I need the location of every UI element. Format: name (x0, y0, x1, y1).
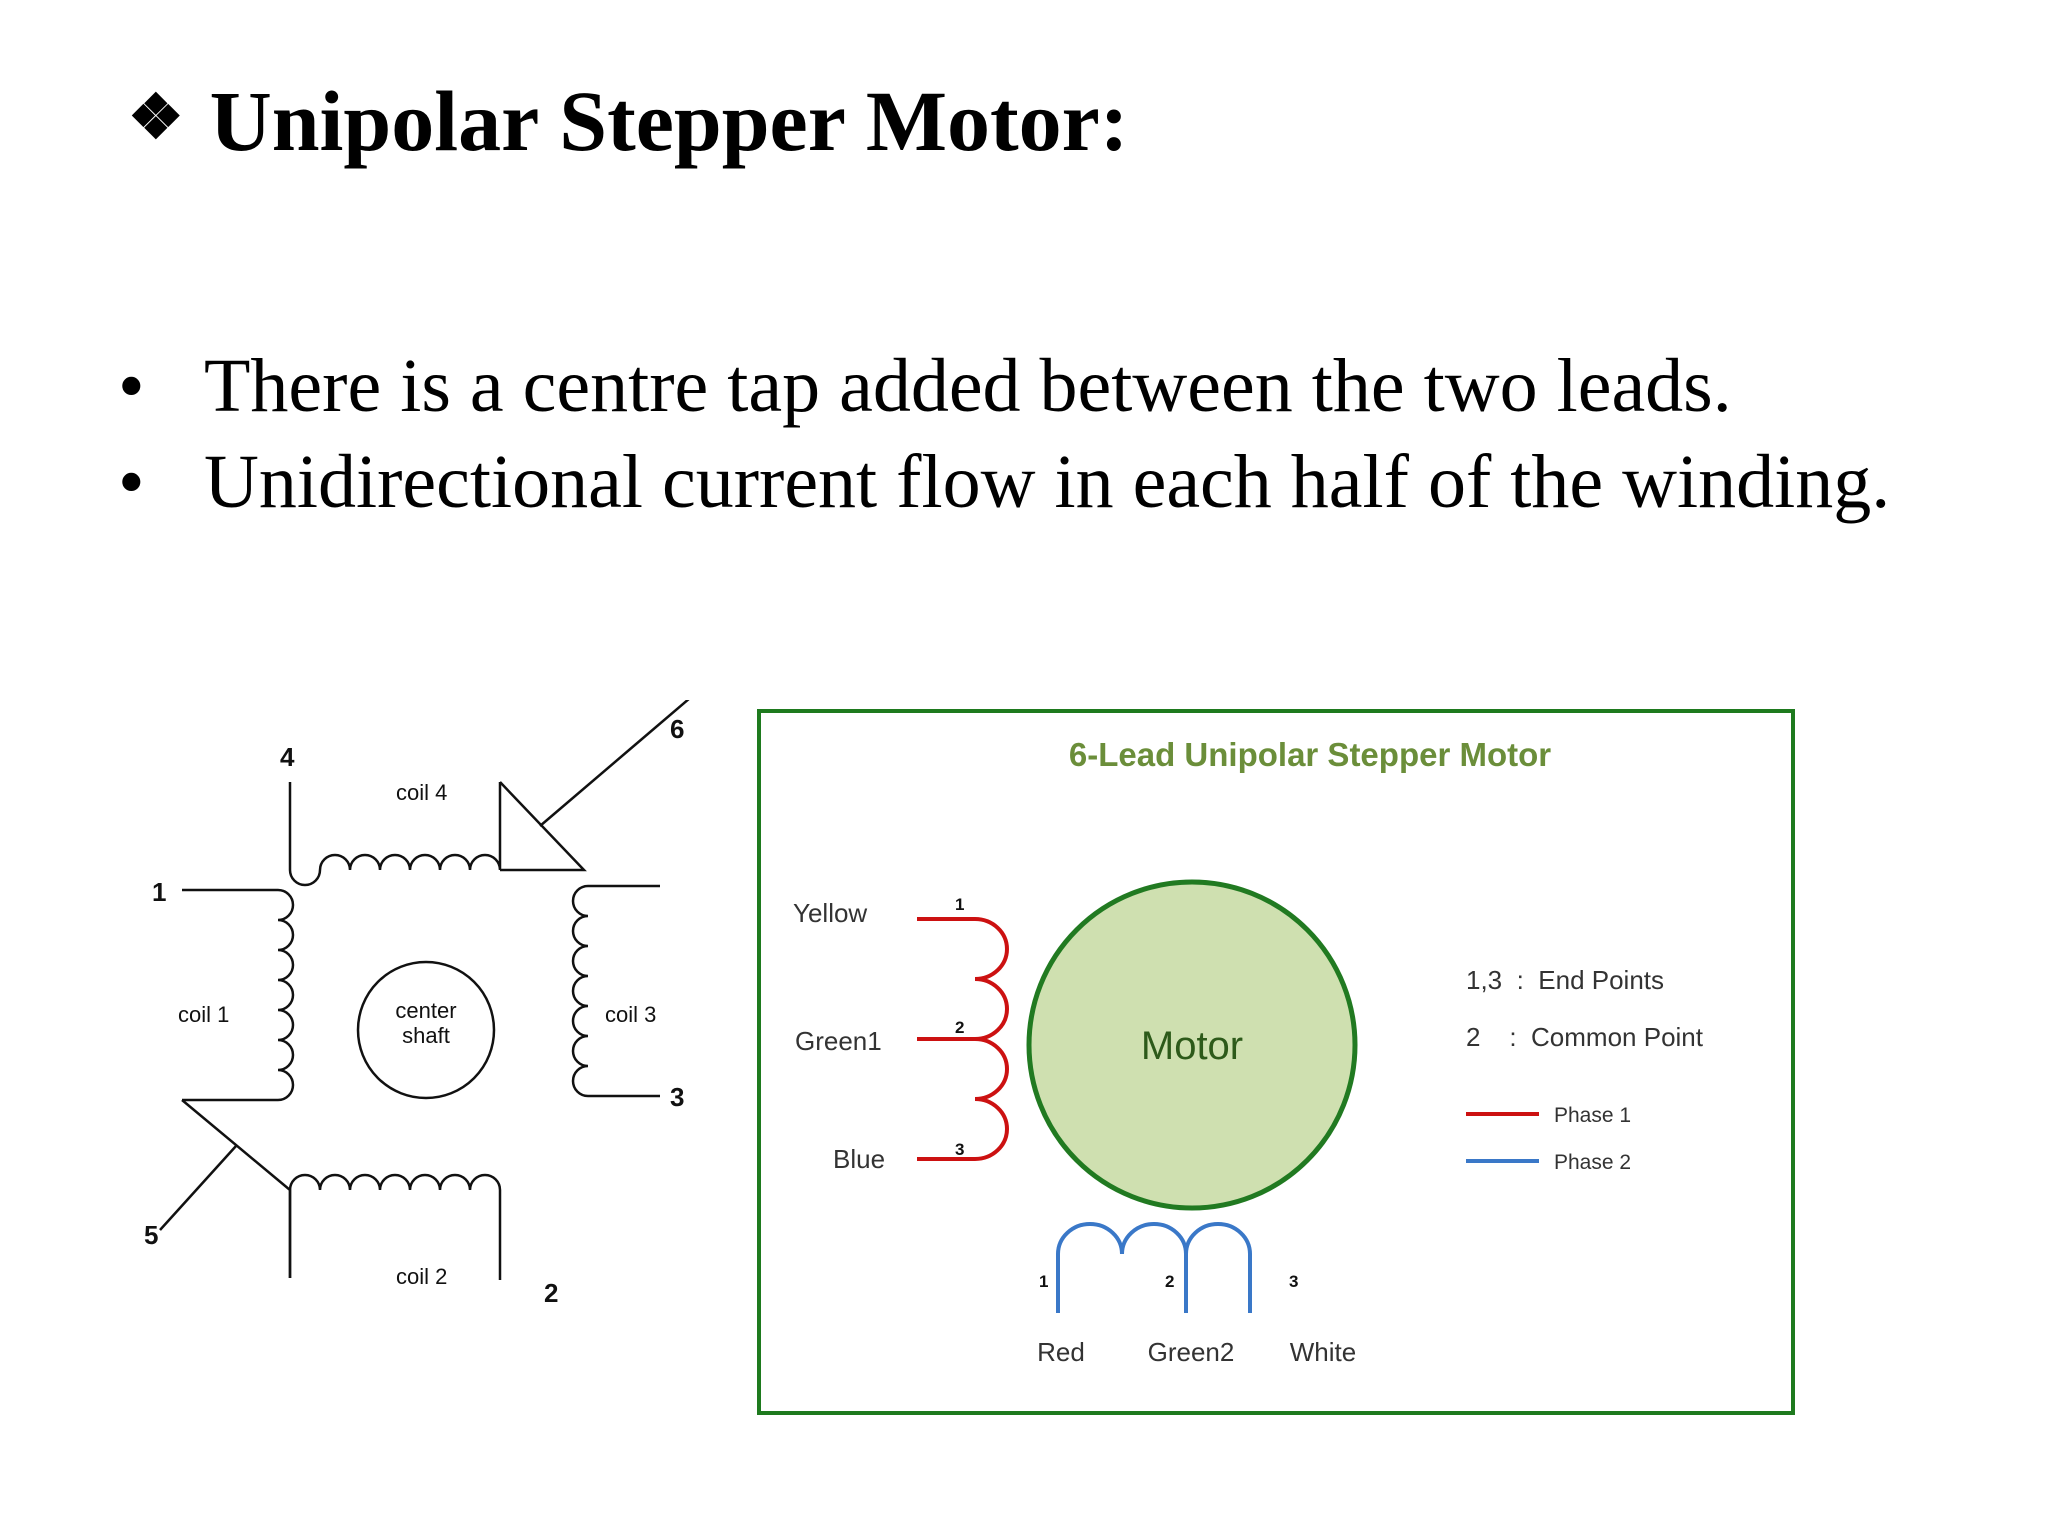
lead-6-wire (539, 700, 690, 827)
bullet-text: Unidirectional current flow in each half… (204, 440, 1891, 524)
diagram-title: 6-Lead Unipolar Stepper Motor (1069, 736, 1551, 773)
center-shaft-circle (356, 960, 496, 1100)
bullet-item: • There is a centre tap added between th… (118, 338, 1978, 434)
phase-1-pin-3: 3 (955, 1140, 964, 1159)
slide-title-text: Unipolar Stepper Motor: (209, 73, 1129, 169)
wire-white-label: White (1290, 1337, 1356, 1367)
phase-2-pin-3: 3 (1289, 1272, 1298, 1291)
coil-schematic-diagram: 4 1 6 3 5 2 coil 4 coil 1 coil 3 coil 2 … (144, 700, 690, 1308)
lead-6-junction (499, 781, 587, 872)
coil-2-winding (288, 1173, 502, 1280)
lead-5-junction (181, 1099, 292, 1278)
coil-2-label: coil 2 (396, 1264, 447, 1289)
lead-6-label: 6 (670, 714, 684, 744)
coil-4-label: coil 4 (396, 780, 447, 805)
phase-1-pin-2: 2 (955, 1018, 964, 1037)
diamond-bullet-icon: ❖ (128, 84, 184, 152)
bullet-dot-icon: • (118, 344, 145, 428)
wire-yellow-label: Yellow (793, 898, 867, 928)
bullet-item: • Unidirectional current flow in each ha… (118, 434, 1978, 530)
phase-2-pin-1: 1 (1039, 1272, 1048, 1291)
phase-1-pin-1: 1 (955, 895, 964, 914)
coil-4-winding (288, 782, 502, 887)
shaft-label-line1: center (395, 998, 456, 1023)
wire-green1-label: Green1 (795, 1026, 882, 1056)
legend-end-points: 1,3 : End Points (1466, 965, 1664, 995)
motor-label: Motor (1141, 1024, 1243, 1068)
slide-title: ❖Unipolar Stepper Motor: (128, 78, 1128, 164)
coil-3-winding (571, 884, 660, 1098)
lead-5-wire (159, 1145, 237, 1231)
wire-blue-label: Blue (833, 1144, 885, 1174)
phase-1-winding (917, 917, 1009, 1161)
bullet-dot-icon: • (118, 440, 145, 524)
legend-phase-2-label: Phase 2 (1554, 1151, 1631, 1174)
coil-3-label: coil 3 (605, 1002, 656, 1027)
lead-4-label: 4 (280, 742, 295, 772)
wire-red-label: Red (1037, 1337, 1085, 1367)
legend-phase-1-label: Phase 1 (1554, 1104, 1631, 1127)
shaft-label-line2: shaft (402, 1023, 450, 1048)
bullet-list: • There is a centre tap added between th… (118, 338, 1978, 530)
coil-1-winding (182, 888, 295, 1102)
legend-common-point: 2 : Common Point (1466, 1022, 1704, 1052)
motor-circle (1026, 879, 1358, 1211)
lead-3-label: 3 (670, 1082, 684, 1112)
lead-1-label: 1 (152, 877, 166, 907)
six-lead-motor-diagram: 6-Lead Unipolar Stepper Motor Motor 1 2 … (757, 709, 1795, 1415)
coil-1-label: coil 1 (178, 1002, 229, 1027)
phase-2-winding (1056, 1222, 1252, 1313)
lead-2-label: 2 (544, 1278, 558, 1308)
lead-5-label: 5 (144, 1220, 158, 1250)
wire-green2-label: Green2 (1148, 1337, 1235, 1367)
bullet-text: There is a centre tap added between the … (204, 344, 1732, 428)
phase-2-pin-2: 2 (1165, 1272, 1174, 1291)
